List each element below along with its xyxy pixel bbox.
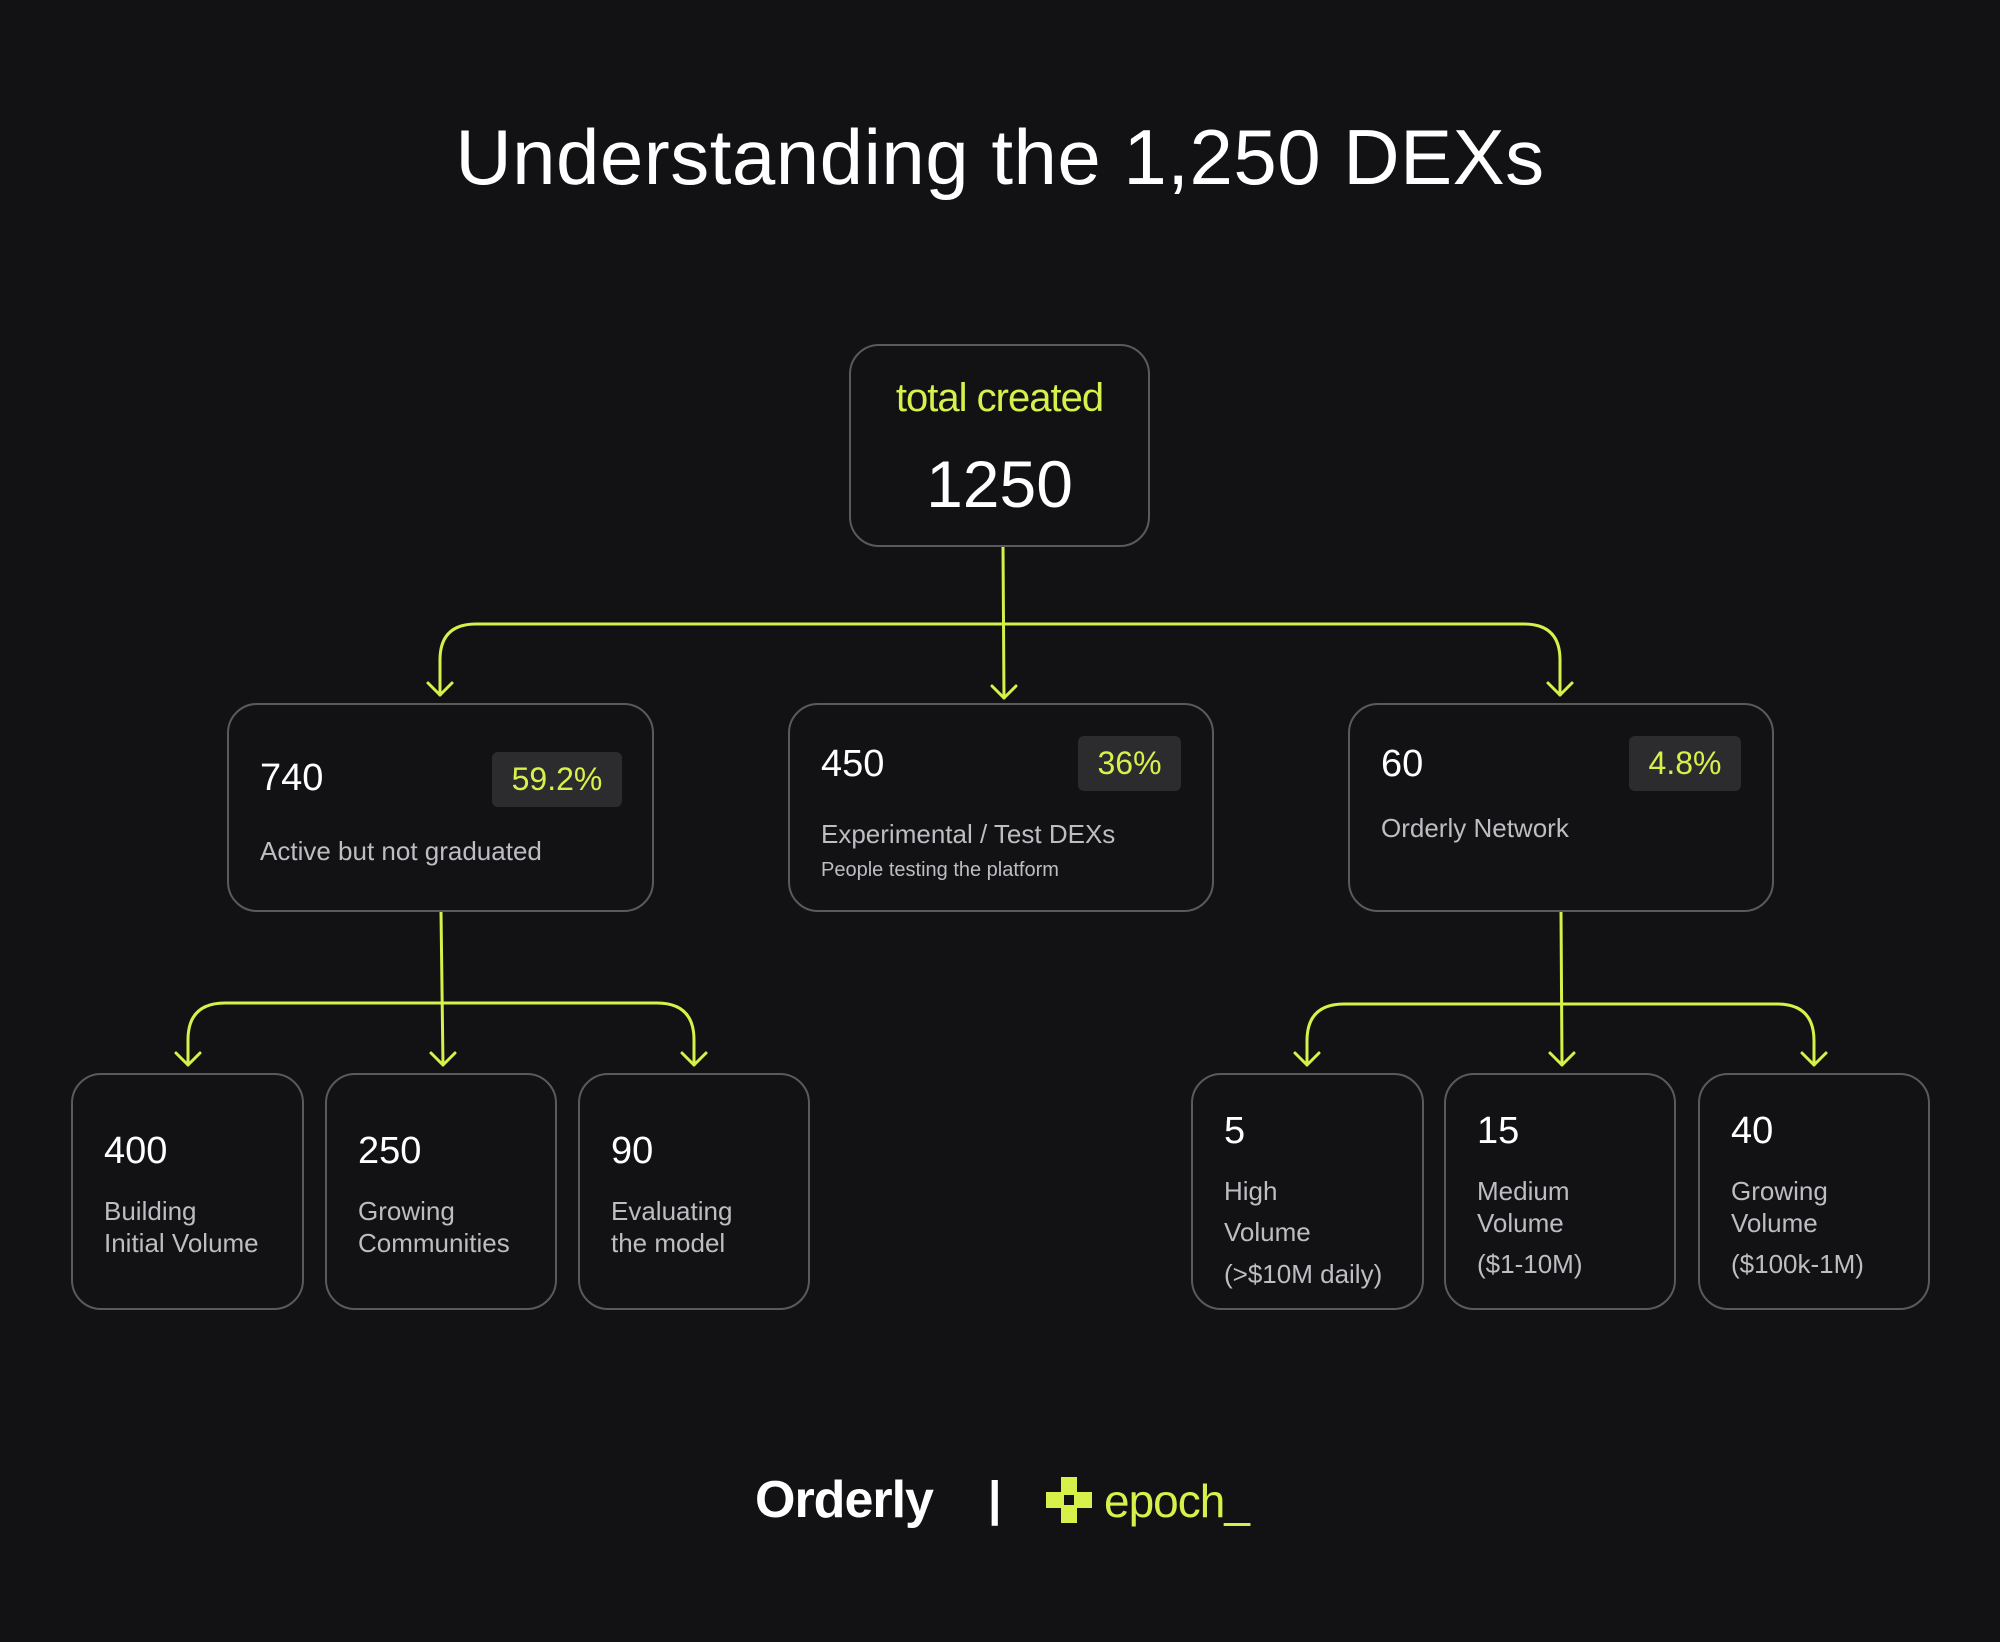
node-label-line: Growing	[358, 1196, 455, 1226]
arrow-head	[1546, 681, 1574, 697]
connector-active	[439, 910, 445, 1067]
node-active: 740 59.2% Active but not graduated	[227, 703, 654, 912]
arrow-head	[426, 681, 454, 697]
orderly-logo: Orderly	[755, 1471, 934, 1529]
node-high-volume: 5 High Volume (>$10M daily)	[1191, 1073, 1424, 1310]
connector-root-branches	[438, 622, 1562, 697]
node-value: 40	[1731, 1110, 1774, 1152]
epoch-logo: epoch_	[1104, 1475, 1250, 1527]
arrow-head	[1293, 1051, 1321, 1067]
node-label-line: ($1-10M)	[1477, 1249, 1583, 1279]
node-label-line: Growing	[1731, 1176, 1828, 1206]
node-evaluating-model: 90 Evaluating the model	[578, 1073, 810, 1310]
node-value: 400	[104, 1130, 168, 1172]
node-label-line: Building	[104, 1196, 197, 1226]
node-label-line: Volume	[1224, 1217, 1311, 1247]
node-label-line: Volume	[1477, 1208, 1564, 1238]
root-node: total created 1250	[849, 344, 1150, 547]
node-label-line: Volume	[1731, 1208, 1818, 1238]
node-orderly-network: 60 4.8% Orderly Network	[1348, 703, 1774, 912]
epoch-cross-icon	[1046, 1477, 1092, 1523]
connector-orderly-branches	[1305, 1002, 1816, 1067]
arrow-head	[429, 1051, 457, 1067]
node-value: 450	[821, 743, 885, 785]
node-value: 250	[358, 1130, 422, 1172]
arrow-head	[990, 684, 1018, 700]
node-growing-volume: 40 Growing Volume ($100k-1M)	[1698, 1073, 1930, 1310]
node-label-line: Medium	[1477, 1176, 1570, 1206]
root-label: total created	[895, 376, 1104, 420]
arrow-head	[1800, 1051, 1828, 1067]
percent-badge: 59.2%	[492, 752, 622, 807]
node-label-line: Initial Volume	[104, 1228, 259, 1258]
arrow-head	[680, 1051, 708, 1067]
root-value: 1250	[926, 447, 1073, 521]
footer-separator: |	[988, 1473, 1002, 1526]
node-value: 90	[611, 1130, 654, 1172]
node-label-line: Communities	[358, 1228, 510, 1258]
node-experimental: 450 36% Experimental / Test DEXs People …	[788, 703, 1214, 912]
percent-badge: 4.8%	[1629, 736, 1741, 791]
connector-active-branches	[186, 1001, 696, 1067]
page-title: Understanding the 1,250 DEXs	[455, 113, 1545, 201]
node-label-line: (>$10M daily)	[1224, 1259, 1383, 1289]
node-label-line: the model	[611, 1228, 726, 1258]
node-label: Experimental / Test DEXs	[821, 819, 1116, 849]
percent-badge: 36%	[1078, 736, 1181, 791]
node-medium-volume: 15 Medium Volume ($1-10M)	[1444, 1073, 1676, 1310]
arrow-head	[1548, 1051, 1576, 1067]
node-label: Orderly Network	[1381, 813, 1569, 843]
node-sublabel: People testing the platform	[821, 859, 1059, 881]
node-building-initial-volume: 400 Building Initial Volume	[71, 1073, 304, 1310]
node-value: 15	[1477, 1110, 1520, 1152]
node-growing-communities: 250 Growing Communities	[325, 1073, 557, 1310]
node-value: 5	[1224, 1110, 1246, 1152]
node-label-line: ($100k-1M)	[1731, 1249, 1864, 1279]
node-label-line: Evaluating	[611, 1196, 733, 1226]
node-value: 60	[1381, 743, 1424, 785]
node-label: Active but not graduated	[260, 836, 542, 866]
arrow-head	[174, 1051, 202, 1067]
connector-orderly	[1559, 910, 1564, 1067]
node-label-line: High	[1224, 1176, 1278, 1206]
node-value: 740	[260, 757, 324, 799]
